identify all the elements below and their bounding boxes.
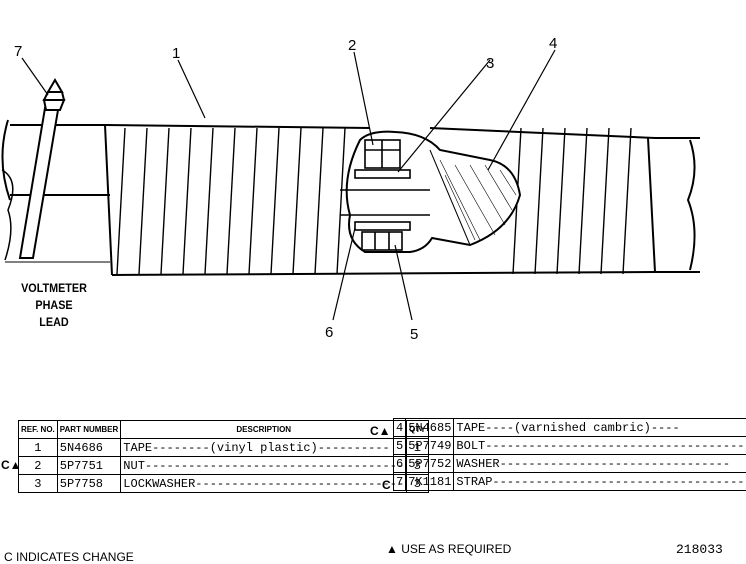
drawing-number: 218033 (676, 542, 723, 557)
tape-wrap-line (578, 127, 588, 275)
part-number-cell: 5P7758 (56, 474, 122, 493)
change-mark: C▲ (1, 458, 22, 472)
header-description: DESCRIPTION (120, 420, 408, 439)
caption-line-2: PHASE (35, 298, 73, 312)
cable-background (1, 119, 700, 273)
change-mark: C▲ (370, 424, 391, 438)
tape-wrap-line (314, 127, 324, 275)
nut (364, 139, 401, 169)
table-row: 4 5N4685 TAPE----(varnished cambric)----… (392, 418, 746, 437)
parts-table-right: 4 5N4685 TAPE----(varnished cambric)----… (392, 418, 746, 491)
caption-line-3: LEAD (39, 315, 69, 329)
description-cell: NUT------------------------------------ (120, 456, 408, 475)
leader-lines (21, 49, 556, 321)
part-number-cell: 5N4686 (56, 438, 122, 457)
part-number-cell: 7K1181 (405, 472, 455, 491)
callout-labels: 7 1 2 3 4 6 5 (14, 35, 557, 343)
parts-table-left: REF. NO. PART NUMBER DESCRIPTION QTY 1 5… (18, 420, 429, 493)
part-number-cell: 5N4685 (405, 418, 455, 437)
table-row: 6 5P7752 WASHER-------------------------… (392, 454, 746, 473)
tape-wrap-line (600, 127, 610, 275)
part-number-cell: 5P7749 (405, 436, 455, 455)
tape-wrap-line (622, 127, 632, 275)
table-header-row: REF. NO. PART NUMBER DESCRIPTION QTY (18, 420, 429, 439)
change-mark: C (382, 478, 391, 492)
callout-3: 3 (486, 55, 494, 72)
callout-1: 1 (172, 45, 180, 62)
tape-wrap-line (226, 127, 236, 275)
description-cell: WASHER-------------------------------- (453, 454, 746, 473)
header-part-number: PART NUMBER (56, 420, 122, 439)
ref-cell: 1 (18, 438, 58, 457)
tape-wrap-line (160, 127, 170, 275)
callout-5: 5 (410, 326, 418, 343)
callout-4: 4 (549, 35, 557, 52)
ref-cell: 3 (18, 474, 58, 493)
ref-cell: 6 (392, 454, 407, 473)
tape-wrap-line (292, 127, 302, 275)
part-number-cell: 5P7751 (56, 456, 122, 475)
part-number-cell: 5P7752 (405, 454, 455, 473)
tape-wrap (104, 124, 656, 276)
description-cell: STRAP----------------------------------- (453, 472, 746, 491)
cutaway (340, 130, 522, 253)
callout-7: 7 (14, 43, 22, 60)
table-row: 5 5P7749 BOLT---------------------------… (392, 436, 746, 455)
tape-wrap-line (270, 127, 280, 275)
tape-wrap-line (116, 127, 126, 275)
tape-wrap-line (182, 127, 192, 275)
lockwasher (354, 169, 411, 179)
table-row: 7 7K1181 STRAP--------------------------… (392, 472, 746, 491)
callout-2: 2 (348, 37, 356, 54)
callout-6: 6 (325, 324, 333, 341)
ref-cell: 4 (392, 418, 407, 437)
assembly-diagram: 7 1 2 3 4 6 5 (1, 35, 700, 343)
change-note: C INDICATES CHANGE (4, 550, 134, 564)
use-note: ▲ USE AS REQUIRED (386, 542, 512, 556)
ref-cell: 2 (18, 456, 58, 475)
tape-wrap-line (138, 127, 148, 275)
voltmeter-lead (5, 78, 110, 263)
ref-cell: 7 (392, 472, 407, 491)
table-row: 2 5P7751 NUT----------------------------… (18, 456, 429, 475)
table-row: 3 5P7758 LOCKWASHER---------------------… (18, 474, 429, 493)
tape-wrap-line (336, 127, 346, 275)
washer (354, 221, 411, 231)
tape-wrap-line (204, 127, 214, 275)
tape-wrap-line (248, 127, 258, 275)
caption-line-1: VOLTMETER (21, 281, 87, 295)
description-cell: LOCKWASHER----------------------------- (120, 474, 408, 493)
tape-wrap-line (534, 127, 544, 275)
tape-wrap-line (556, 127, 566, 275)
ref-cell: 5 (392, 436, 407, 455)
description-cell: BOLT------------------------------------ (453, 436, 746, 455)
description-cell: TAPE--------(vinyl plastic)---------- (120, 438, 408, 457)
bolt-head (361, 231, 403, 251)
header-ref-no: REF. NO. (18, 420, 58, 439)
voltmeter-phase-lead-caption: VOLTMETER PHASE LEAD (18, 280, 90, 331)
description-cell: TAPE----(varnished cambric)---- (453, 418, 746, 437)
table-row: 1 5N4686 TAPE--------(vinyl plastic)----… (18, 438, 429, 457)
